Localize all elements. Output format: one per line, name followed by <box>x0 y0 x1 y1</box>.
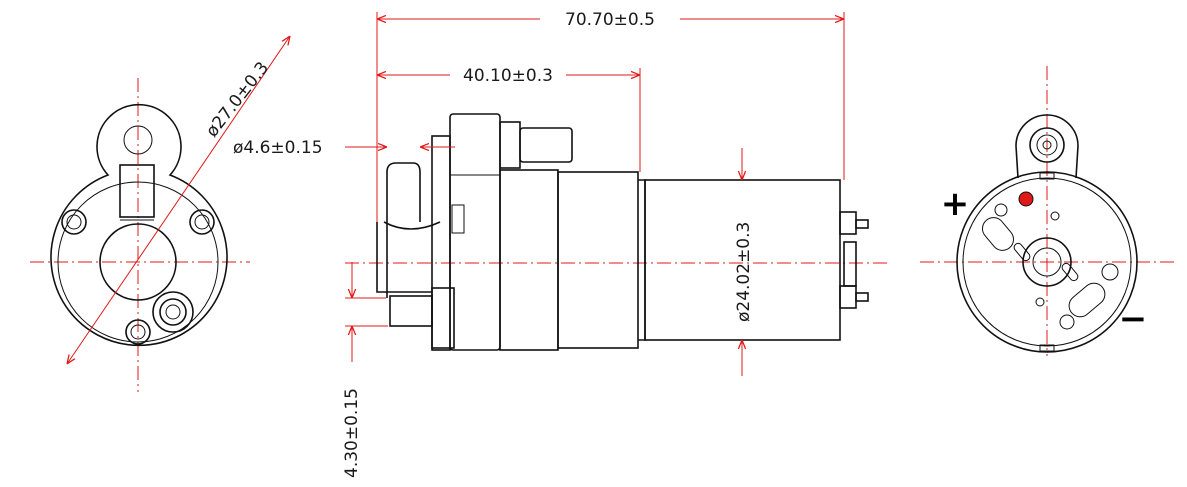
side-view-pump: 70.70±0.5 40.10±0.3 ø4.6±0.15 ø24.02±0.3… <box>233 10 890 478</box>
negative-polarity-symbol: − <box>1119 299 1148 339</box>
body-length-label: 40.10±0.3 <box>463 66 553 86</box>
positive-polarity-symbol: + <box>941 184 970 224</box>
rear-view-motor: + − <box>920 66 1175 356</box>
positive-terminal-marker <box>1018 191 1034 207</box>
outlet-offset-label: 4.30±0.15 <box>342 388 362 478</box>
overall-length-label: 70.70±0.5 <box>565 10 655 30</box>
flange-diameter-label: ø27.0±0.3 <box>202 58 273 141</box>
front-view-pump-head: ø27.0±0.3 <box>30 36 290 392</box>
outlet-diameter-label: ø4.6±0.15 <box>233 138 323 158</box>
motor-diameter-label: ø24.02±0.3 <box>734 222 754 322</box>
